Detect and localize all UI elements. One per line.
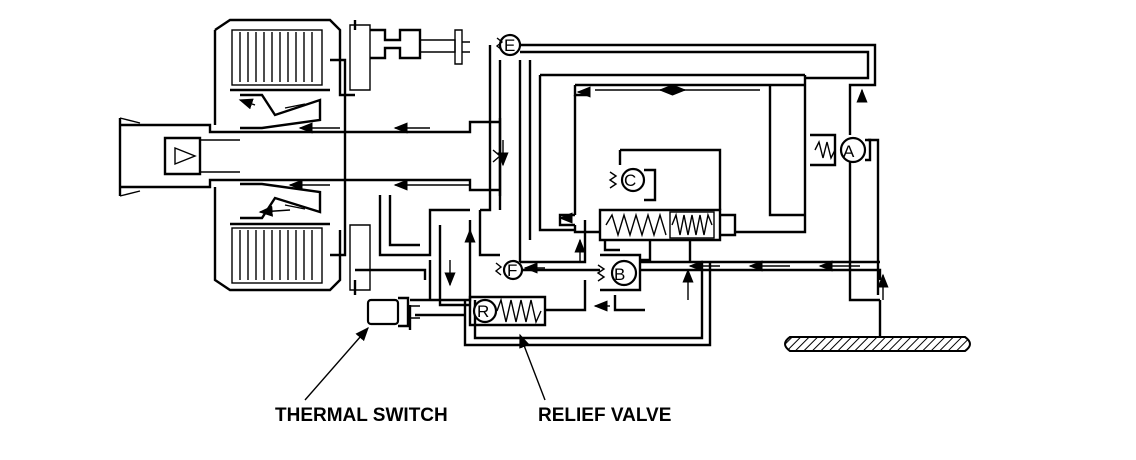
- thermal-switch-label: THERMAL SWITCH: [275, 405, 448, 426]
- reservoir: [784, 300, 971, 352]
- clutch-pack-bottom: [230, 222, 330, 284]
- relief-valve-label-text: RELIEF VALVE: [538, 405, 671, 426]
- relief-valve: R: [468, 295, 547, 327]
- valve-a-label: A: [843, 142, 855, 161]
- valve-e: E: [495, 33, 522, 57]
- relief-valve-callout: [519, 333, 546, 401]
- clutch-pack-top: [230, 29, 330, 92]
- hydraulic-lines: [355, 43, 889, 347]
- shaft-flow-arrows: [238, 98, 470, 217]
- pump-cylinder: [538, 73, 807, 234]
- spool-valve: [598, 148, 737, 262]
- valve-a: A: [810, 133, 872, 167]
- valve-b: B: [596, 253, 642, 292]
- thermal-switch: [366, 296, 420, 328]
- valve-e-label: E: [504, 36, 515, 55]
- relief-valve-label: R: [477, 302, 489, 321]
- valve-b-label: B: [614, 265, 625, 284]
- top-sensor: [370, 28, 470, 65]
- valve-f: F: [494, 259, 524, 281]
- thermal-switch-callout: [304, 326, 369, 401]
- valve-c: C: [608, 167, 657, 202]
- clutch-housing: [213, 18, 371, 295]
- valve-c-label: C: [624, 171, 636, 190]
- valve-f-label: F: [507, 261, 517, 280]
